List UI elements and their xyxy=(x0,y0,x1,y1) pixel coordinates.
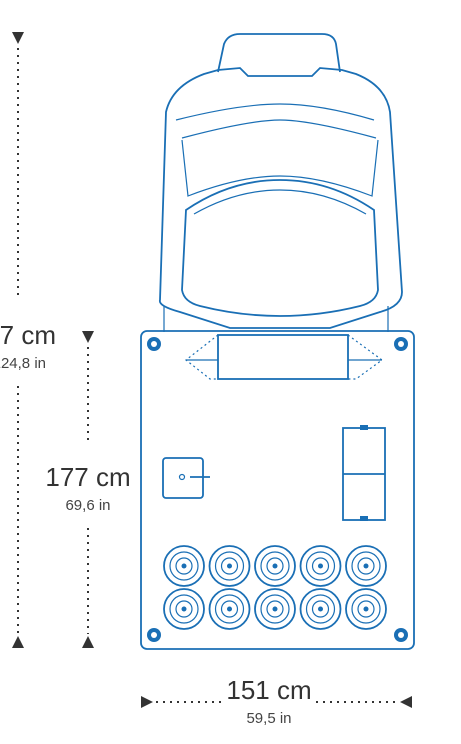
slide-right-wing xyxy=(347,334,384,380)
corner-bolt-bottom-left xyxy=(147,628,161,642)
base-plate xyxy=(140,330,415,650)
speaker-2-1 xyxy=(163,588,205,630)
speaker-1-5 xyxy=(345,545,387,587)
double-panel xyxy=(342,425,386,521)
seat xyxy=(158,33,403,332)
speaker-1-4 xyxy=(299,545,342,587)
total-height-bottom-arrow xyxy=(12,636,24,648)
width-imperial: 59,5 in xyxy=(246,710,291,727)
speaker-2-3 xyxy=(254,588,296,630)
speaker-1-1 xyxy=(163,545,205,587)
corner-bolt-top-left xyxy=(147,337,161,351)
corner-bolt-top-right xyxy=(394,337,408,351)
width-metric: 151 cm xyxy=(226,675,311,705)
width-left-arrow xyxy=(141,696,153,708)
speaker-2-5 xyxy=(345,588,387,630)
speaker-1-3 xyxy=(254,545,296,587)
base-height-top-arrow xyxy=(82,331,94,343)
total-height-top-arrow xyxy=(12,32,24,44)
double-panel-tab-top xyxy=(360,425,368,430)
speaker-2-4 xyxy=(299,588,342,630)
base-height-imperial: 69,6 in xyxy=(65,497,110,514)
base-platform xyxy=(140,330,415,650)
corner-bolt-bottom-right xyxy=(394,628,408,642)
seat-cushion xyxy=(181,179,379,317)
seat-back-band xyxy=(175,103,375,121)
seat-headrest xyxy=(217,33,341,73)
speaker-1-2 xyxy=(208,545,251,587)
seat-back-band-inner xyxy=(181,119,377,139)
seat-cushion-inner xyxy=(193,189,367,215)
seat-back-outer xyxy=(158,67,403,329)
speaker-grid xyxy=(163,545,387,630)
speaker-2-2 xyxy=(208,588,251,630)
double-panel-tab-bottom xyxy=(360,516,368,521)
total-height-imperial: 124,8 in xyxy=(0,355,46,372)
total-height-dimension: 317 cm 124,8 in xyxy=(0,32,56,648)
slide-left-wing xyxy=(185,334,219,380)
control-box-dot xyxy=(178,473,186,481)
seat-backrest-panel xyxy=(181,139,379,197)
slide-mechanism xyxy=(185,334,384,380)
slide-box xyxy=(217,334,349,380)
control-box xyxy=(162,457,210,499)
width-right-arrow xyxy=(400,696,412,708)
base-height-bottom-arrow xyxy=(82,636,94,648)
width-dimension: 151 cm 59,5 in xyxy=(141,675,412,727)
control-box-frame xyxy=(162,457,204,499)
base-height-metric: 177 cm xyxy=(45,462,130,492)
total-height-metric: 317 cm xyxy=(0,320,56,350)
base-height-dimension: 177 cm 69,6 in xyxy=(45,331,131,648)
